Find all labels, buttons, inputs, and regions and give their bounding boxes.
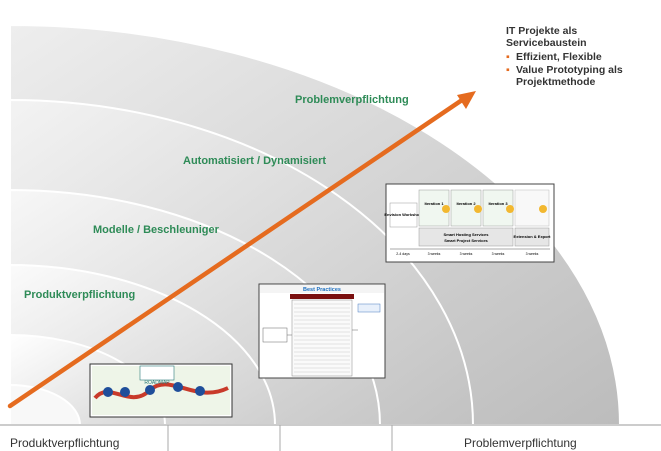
axis-right-label: Problemverpflichtung: [464, 436, 577, 450]
bullet-icon: ▪: [506, 64, 510, 76]
iteration-2: Iteration 2: [456, 201, 476, 206]
iteration-3: Iteration 3: [488, 201, 508, 206]
thumbnail-best-practices: Best Practices: [258, 283, 386, 379]
side-panel-title: IT Projekte als Servicebaustein: [506, 25, 587, 49]
axis-left-label: Produktverpflichtung: [10, 436, 119, 450]
timeline-0: 2-4 days: [396, 252, 410, 256]
level-label-0: Produktverpflichtung: [24, 289, 135, 301]
side-panel: IT Projekte als Servicebaustein ▪Effizie…: [506, 25, 660, 89]
thumbnail-roadmap: ROADMAP: [89, 363, 233, 418]
timeline-3: 3 weeks: [492, 252, 505, 256]
side-panel-list: ▪Effizient, Flexible ▪Value Prototyping …: [506, 51, 660, 88]
progress-arrow: [7, 95, 468, 409]
thumbnail-iterations: Envision Workshop Iteration 1 Iteration …: [384, 183, 555, 263]
iteration-1: Iteration 1: [424, 201, 444, 206]
timeline-4: 3 weeks: [526, 252, 539, 256]
roadmap-title: ROADMAP: [144, 380, 170, 386]
level-label-3: Problemverpflichtung: [295, 94, 409, 106]
timeline-1: 3 weeks: [428, 252, 441, 256]
side-panel-item: ▪Effizient, Flexible: [506, 51, 602, 63]
extension-label: Extension & Export: [514, 234, 552, 239]
service-2: Smart Project Services: [444, 238, 488, 243]
service-1: Smart Hosting Services: [444, 232, 490, 237]
arrow-head: [457, 91, 476, 109]
timeline-2: 3 weeks: [460, 252, 473, 256]
side-panel-item: ▪Value Prototyping als Projektmethode: [506, 64, 623, 88]
level-label-1: Modelle / Beschleuniger: [93, 224, 220, 236]
bullet-icon: ▪: [506, 51, 510, 63]
workshop-label: Envision Workshop: [384, 212, 422, 217]
best-practices-title: Best Practices: [303, 287, 341, 293]
level-label-2: Automatisiert / Dynamisiert: [183, 155, 326, 167]
